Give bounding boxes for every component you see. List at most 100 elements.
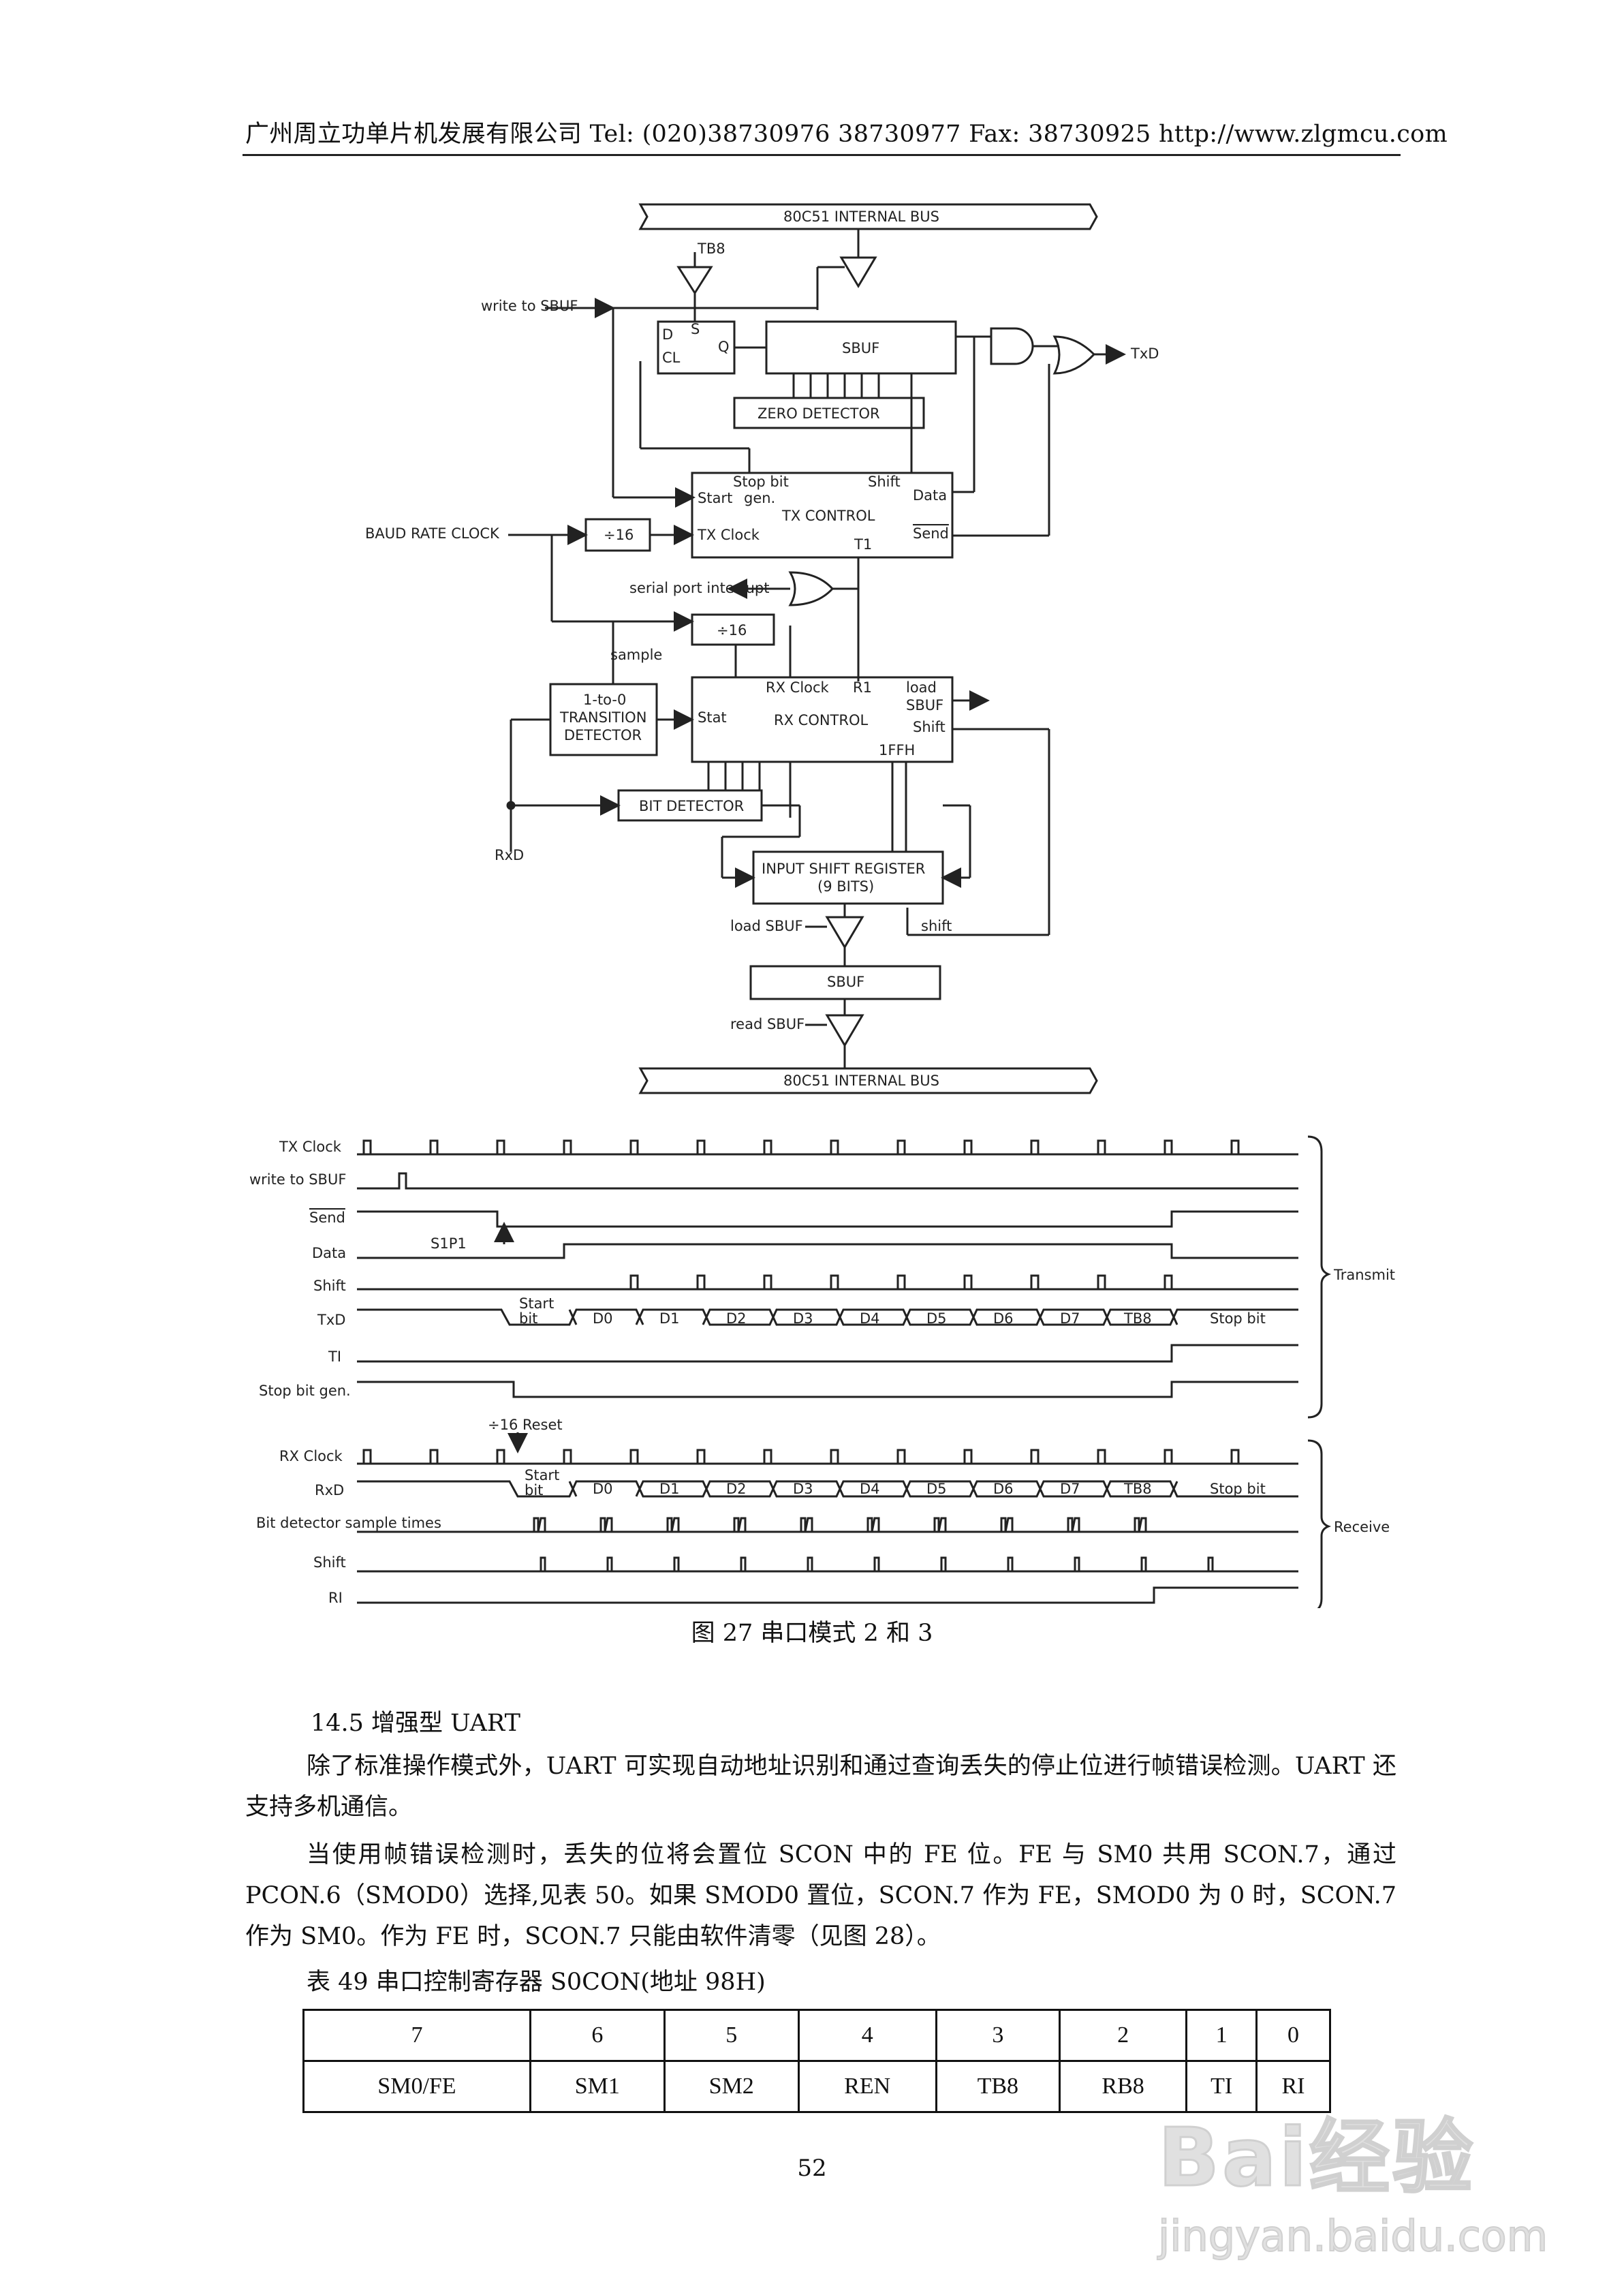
t-rxd: RxD xyxy=(315,1482,344,1498)
transition-label-3: DETECTOR xyxy=(564,727,642,743)
iffh-label: 1FFH xyxy=(879,742,915,758)
page-number: 52 xyxy=(797,2155,827,2182)
watermark-url: jingyan.baidu.com xyxy=(1157,2211,1548,2262)
tx-bus-buffer xyxy=(839,256,877,288)
tx-data-label: Data xyxy=(913,487,947,504)
t-tx-d5: D5 xyxy=(926,1310,947,1327)
name-cell: RI xyxy=(1255,2060,1331,2113)
t-rx-clock: RX Clock xyxy=(279,1448,343,1464)
receive-brace xyxy=(1307,1439,1332,1608)
shift-label: shift xyxy=(921,918,952,934)
scon-register-table: 7 6 5 4 3 2 1 0 SM0/FE SM1 SM2 REN TB8 R… xyxy=(302,2009,1331,2113)
bit-cell: 4 xyxy=(797,2009,937,2062)
t-txd: TxD xyxy=(317,1312,345,1328)
name-cell: TI xyxy=(1185,2060,1258,2113)
t-rx-tb8: TB8 xyxy=(1123,1481,1152,1497)
cl-label: CL xyxy=(662,350,681,366)
bit-cell: 2 xyxy=(1058,2009,1188,2062)
t-tx-start: Start xyxy=(519,1295,554,1312)
t-tx-bit: bit xyxy=(519,1310,537,1327)
t-data: Data xyxy=(312,1245,346,1261)
div16-tx-label: ÷16 xyxy=(604,527,634,543)
t-ri: RI xyxy=(328,1590,343,1606)
tx-gen-label: gen. xyxy=(744,490,775,506)
zero-detector-box xyxy=(733,397,925,429)
header-rule xyxy=(243,154,1401,156)
load-sbuf-buffer xyxy=(825,916,864,949)
table-caption: 表 49 串口控制寄存器 S0CON(地址 98H) xyxy=(307,1969,766,1996)
t-shift: Shift xyxy=(313,1278,346,1294)
sample-label: sample xyxy=(610,647,662,663)
t-tx-tb8: TB8 xyxy=(1123,1310,1152,1327)
watermark-logo: Bai经验 xyxy=(1157,2110,1476,2206)
s-label: S xyxy=(691,321,700,337)
zero-detector-label: ZERO DETECTOR xyxy=(758,405,880,422)
stop-bit-gen-wave xyxy=(357,1381,1298,1398)
name-cell: REN xyxy=(797,2060,937,2113)
t-rx-d0: D0 xyxy=(593,1481,613,1497)
sbuf-small-label: SBUF xyxy=(906,697,943,713)
t-tx-stop-bit: Stop bit xyxy=(1210,1310,1266,1327)
t-rx-d1: D1 xyxy=(659,1481,680,1497)
input-shift-register-box xyxy=(752,850,944,905)
name-cell: TB8 xyxy=(935,2060,1061,2113)
t-tx-d6: D6 xyxy=(993,1310,1014,1327)
t-rx-bit: bit xyxy=(525,1482,543,1498)
rx-control-box xyxy=(691,676,954,763)
t-rx-d5: D5 xyxy=(926,1481,947,1497)
div16-rx-label: ÷16 xyxy=(717,622,747,638)
rx-clock-wave xyxy=(357,1449,1298,1465)
name-cell: RB8 xyxy=(1058,2060,1188,2113)
t-stop-bit-gen: Stop bit gen. xyxy=(259,1383,351,1399)
paragraph-1: 除了标准操作模式外，UART 可实现自动地址识别和通过查询丢失的停止位进行帧错误… xyxy=(245,1753,1396,1821)
txd-label: TxD xyxy=(1130,345,1159,362)
page-header: 广州周立功单片机发展有限公司 Tel: (020)38730976 387309… xyxy=(245,121,1448,148)
t-div16-reset: ÷16 Reset xyxy=(488,1417,563,1433)
tx-shift-label: Shift xyxy=(868,474,901,490)
t-tx-d1: D1 xyxy=(659,1310,680,1327)
isr-label-1: INPUT SHIFT REGISTER xyxy=(762,861,925,877)
shift-rx-wave xyxy=(357,1556,1298,1573)
r1-label: R1 xyxy=(853,679,872,696)
t-tx-d3: D3 xyxy=(793,1310,813,1327)
read-sbuf-label: read SBUF xyxy=(730,1016,805,1032)
or-gate xyxy=(1052,335,1096,375)
transmit-brace xyxy=(1307,1135,1332,1419)
ri-wave xyxy=(357,1586,1298,1604)
d-label: D xyxy=(662,326,673,343)
baud-rate-clock-label: BAUD RATE CLOCK xyxy=(365,525,500,542)
txd-wave xyxy=(357,1308,1298,1326)
transition-label-1: 1-to-0 xyxy=(583,692,626,708)
t-s1p1: S1P1 xyxy=(431,1235,467,1252)
load-sbuf-label: load SBUF xyxy=(730,918,803,934)
bit-cell: 7 xyxy=(302,2009,531,2062)
rx-control-label: RX CONTROL xyxy=(774,712,869,728)
bit-detector-label: BIT DETECTOR xyxy=(639,798,744,814)
section-heading: 14.5 增强型 UART xyxy=(311,1710,520,1737)
t-rx-d7: D7 xyxy=(1060,1481,1080,1497)
t-transmit: Transmit xyxy=(1333,1267,1395,1283)
t-rx-d4: D4 xyxy=(860,1481,880,1497)
t-tx-clock: TX Clock xyxy=(279,1139,342,1155)
bit-cell: 5 xyxy=(663,2009,800,2062)
and-gate xyxy=(990,327,1034,365)
tx-control-label: TX CONTROL xyxy=(781,508,875,524)
table-row-bits: 7 6 5 4 3 2 1 0 xyxy=(302,2009,1331,2062)
sbuf-rx-label: SBUF xyxy=(827,974,864,990)
serial-port-interrupt-label: serial port interrupt xyxy=(629,580,770,596)
shift-wave xyxy=(357,1274,1298,1291)
transition-label-2: TRANSITION xyxy=(559,709,646,726)
name-cell: SM2 xyxy=(663,2060,800,2113)
bit-cell: 1 xyxy=(1185,2009,1258,2062)
timing-diagram: TX Clock write to SBUF Send Data Shift T… xyxy=(249,1135,1395,1608)
read-sbuf-buffer xyxy=(825,1014,864,1047)
t-rx-stop-bit: Stop bit xyxy=(1210,1481,1266,1497)
t-send: Send xyxy=(309,1210,345,1226)
t-rx-start: Start xyxy=(525,1467,559,1483)
name-cell: SM0/FE xyxy=(302,2060,531,2113)
sbuf-tx-label: SBUF xyxy=(842,340,879,356)
t1-label: T1 xyxy=(854,536,872,553)
t-write-sbuf: write to SBUF xyxy=(249,1171,346,1188)
stat-label: Stat xyxy=(698,709,727,726)
t-receive: Receive xyxy=(1334,1519,1390,1535)
